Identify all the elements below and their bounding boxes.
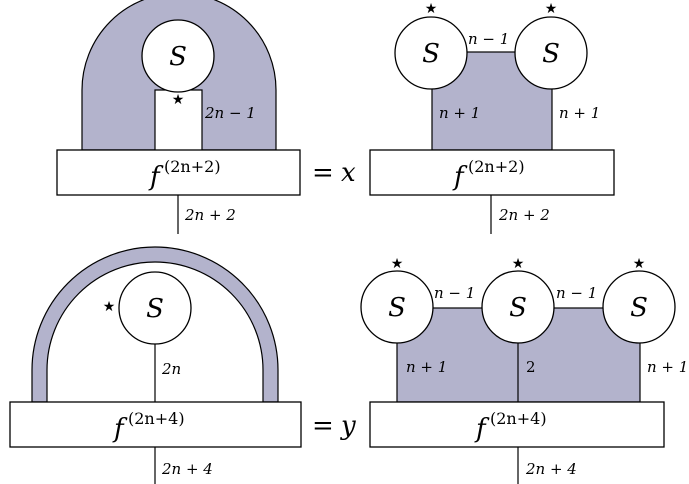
row2-left-star-icon: ★ xyxy=(103,299,116,315)
row2-right-S-circle-3 xyxy=(602,270,676,344)
row1-right-star-icon-1: ★ xyxy=(425,1,438,17)
row2-coefficient: y xyxy=(340,411,356,441)
row2-right-S-label-1: S xyxy=(388,293,406,323)
row1-left-strand-label: 2n − 1 xyxy=(204,104,256,122)
row2-right-diagram: S ★ S ★ S ★ n − 1 n − 1 n + 1 2 n + 1 f … xyxy=(360,256,688,484)
row2-right-left-label: n + 1 xyxy=(406,358,447,376)
row2-right-top-label-1: n − 1 xyxy=(434,284,475,302)
row1-right-S-label-1: S xyxy=(422,39,440,69)
row1-right-left-label: n + 1 xyxy=(439,104,480,122)
row2-left-bottom-label: 2n + 4 xyxy=(161,460,213,478)
row1-left-S-circle xyxy=(141,19,215,93)
row2-left-S-label: S xyxy=(146,294,164,324)
row2-right-f-superscript: (2n+4) xyxy=(490,409,547,428)
row2-equals: = xyxy=(312,411,334,441)
row1-right-star-icon-2: ★ xyxy=(545,1,558,17)
row1-left-diagram: S ★ 2n − 1 f (2n+2) 2n + 2 xyxy=(56,0,301,234)
row2-right-S-label-3: S xyxy=(630,293,648,323)
row2-right-bottom-label: 2n + 4 xyxy=(525,460,577,478)
row2-left-diagram: S ★ 2n f (2n+4) 2n + 4 xyxy=(9,246,302,484)
row1-left-S-label: S xyxy=(169,42,187,72)
row1-right-S-label-2: S xyxy=(542,39,560,69)
row1-coefficient: x xyxy=(341,158,356,188)
row2-right-star-icon-2: ★ xyxy=(512,256,525,272)
row1-right-right-label: n + 1 xyxy=(559,104,600,122)
row2-left-strand-label: 2n xyxy=(161,360,181,378)
row1-equals: = xyxy=(312,158,334,188)
row2-right-star-icon-3: ★ xyxy=(633,256,646,272)
row2-right-right-label: n + 1 xyxy=(647,358,688,376)
row2-right-star-icon-1: ★ xyxy=(391,256,404,272)
row1-left-star-icon: ★ xyxy=(172,92,185,108)
row1-right-f-box xyxy=(369,149,615,196)
row1-right-diagram: S ★ S ★ n − 1 n + 1 n + 1 f (2n+2) 2n + … xyxy=(369,1,615,234)
row2-right-S-circle-1 xyxy=(360,270,434,344)
row1-left-f-superscript: (2n+2) xyxy=(164,157,221,176)
row1-left-f-box xyxy=(56,149,301,196)
row1-right-S-circle-2 xyxy=(514,16,588,90)
row2-right-middle-label: 2 xyxy=(526,358,536,376)
row1-left-bottom-label: 2n + 2 xyxy=(184,206,236,224)
row2-left-f-superscript: (2n+4) xyxy=(128,409,185,428)
row2-right-S-label-2: S xyxy=(509,293,527,323)
row2-right-top-label-2: n − 1 xyxy=(556,284,597,302)
row2-right-f-box xyxy=(369,401,665,448)
row1-right-bottom-label: 2n + 2 xyxy=(498,206,550,224)
row1-right-top-label: n − 1 xyxy=(468,30,509,48)
row1-right-S-circle-1 xyxy=(394,16,468,90)
row1-right-f-superscript: (2n+2) xyxy=(468,157,525,176)
